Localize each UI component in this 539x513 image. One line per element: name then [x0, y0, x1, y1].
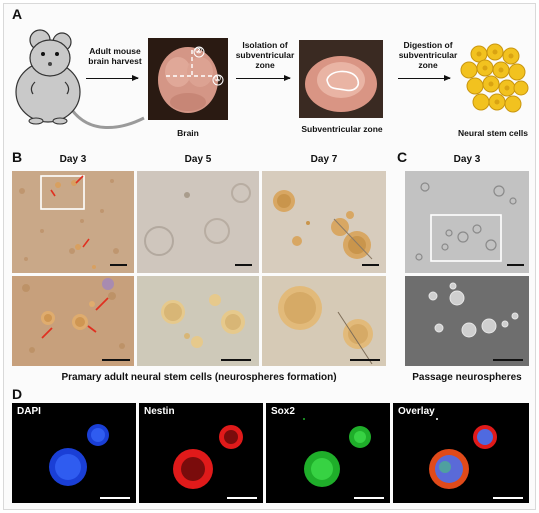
fluorescence-nestin: Nestin: [139, 403, 263, 503]
scale-bar: [493, 359, 523, 361]
scale-bar: [507, 264, 524, 266]
step-isolation-text: Isolation of subventricular zone: [235, 40, 295, 70]
arrow-right-icon: [398, 75, 451, 81]
nsc-label: Neural stem cells: [458, 128, 528, 138]
scale-bar: [354, 497, 384, 499]
panel-a-label: A: [12, 6, 23, 22]
panel-c-label: C: [397, 149, 408, 165]
step-digestion-text: Digestion of subventricular zone: [398, 40, 458, 70]
marker-two: ②: [195, 46, 203, 55]
channel-label-overlay: Overlay: [398, 406, 435, 417]
marker-one: ①: [214, 74, 222, 83]
channel-label-sox2: Sox2: [271, 406, 295, 417]
scale-bar: [110, 264, 127, 266]
panel-b-caption: Pramary adult neural stem cells (neurosp…: [61, 372, 337, 383]
panel-d-label: D: [12, 386, 23, 402]
micrograph-passage-high: [405, 276, 529, 366]
brain-photo: ② ①: [148, 38, 228, 120]
svz-label: Subventricular zone: [301, 124, 383, 134]
arrow-right-icon: [236, 75, 291, 81]
mouse-illustration: [15, 29, 145, 129]
panel-c-caption: Passage neurospheres: [412, 372, 522, 383]
svz-photo: [299, 40, 383, 118]
neural-stem-cells-illustration: [460, 43, 529, 113]
micrograph-passage-low: [405, 171, 529, 273]
col-title-passage-day3: Day 3: [453, 154, 481, 165]
step-harvest-text: Adult mouse brain harvest: [88, 46, 142, 66]
scale-bar: [493, 497, 523, 499]
scale-bar: [102, 359, 130, 361]
col-title-day3: Day 3: [59, 154, 87, 165]
panel-b-label: B: [12, 149, 23, 165]
channel-label-nestin: Nestin: [144, 406, 175, 417]
fluorescence-dapi: DAPI: [12, 403, 136, 503]
micrograph-day7-low: [262, 171, 386, 273]
micrograph-day3-low: [12, 171, 134, 273]
micrograph-day3-high: [12, 276, 134, 366]
scale-bar: [227, 497, 257, 499]
col-title-day5: Day 5: [184, 154, 212, 165]
fluorescence-overlay: Overlay: [393, 403, 529, 503]
micrograph-day5-low: [137, 171, 259, 273]
scale-bar: [362, 264, 379, 266]
col-title-day7: Day 7: [310, 154, 338, 165]
scale-bar: [350, 359, 380, 361]
channel-label-dapi: DAPI: [17, 406, 41, 417]
brain-label: Brain: [177, 128, 199, 138]
fluorescence-sox2: Sox2: [266, 403, 390, 503]
micrograph-day5-high: [137, 276, 259, 366]
arrow-right-icon: [86, 75, 139, 81]
scale-bar: [221, 359, 251, 361]
micrograph-day7-high: [262, 276, 386, 366]
scale-bar: [100, 497, 130, 499]
scale-bar: [235, 264, 252, 266]
